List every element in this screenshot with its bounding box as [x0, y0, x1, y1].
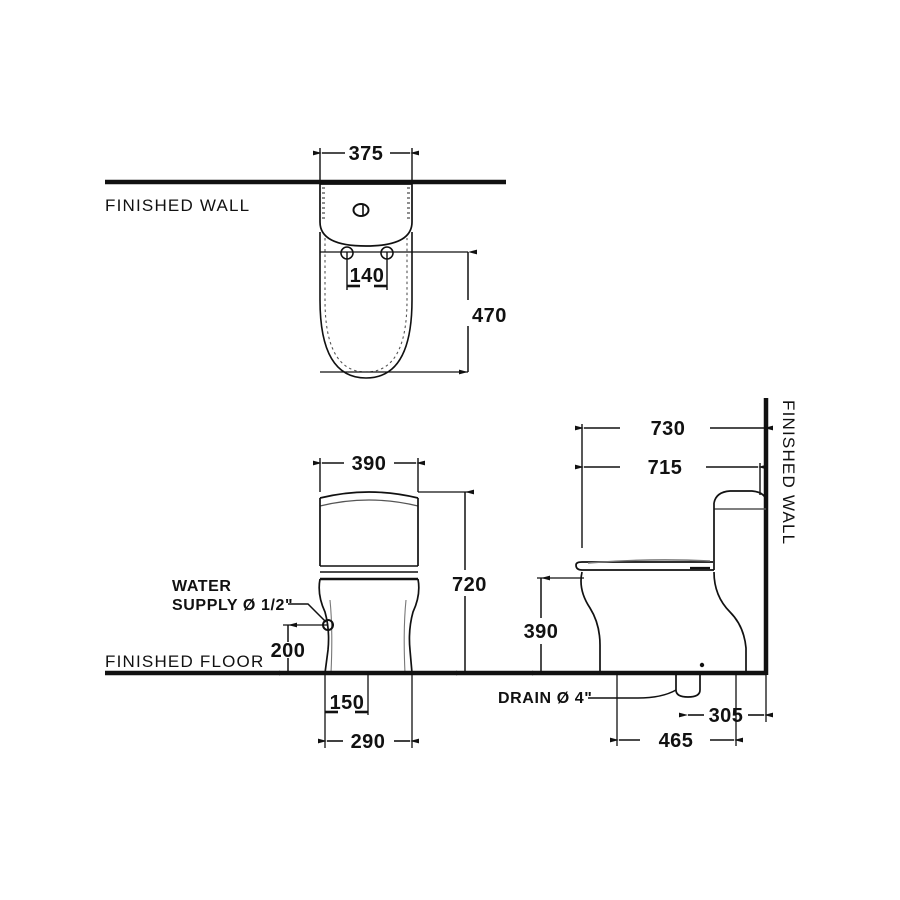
dim-720: 720 [418, 489, 488, 676]
tank-lid-top-front [319, 491, 419, 499]
dim-375: 375 [313, 143, 419, 184]
dim-730: 730 [575, 418, 773, 548]
dim-text-mask [518, 618, 564, 644]
dim-200-text: 200 [271, 640, 306, 662]
dim-390-seat: 390 [518, 575, 584, 676]
dim-390-tank: 390 [313, 453, 425, 492]
tank-lid-seam-front [319, 499, 419, 507]
dim-150-text: 150 [330, 692, 365, 714]
dim-290: 290 [318, 731, 419, 753]
dim-305: 305 [679, 705, 773, 727]
bowl-inner-rim-plan [324, 238, 408, 373]
dim-715: 715 [575, 457, 767, 495]
dim-390-tank-text: 390 [352, 453, 387, 475]
drain-outlet-side [675, 673, 701, 698]
tank-outline-plan [319, 183, 413, 247]
dim-140-text: 140 [350, 265, 385, 287]
water-supply-label-line2: SUPPLY Ø 1/2" [172, 597, 293, 614]
finished-wall-label-side: FINISHED WALL [779, 400, 798, 545]
dim-465: 465 [610, 730, 743, 752]
drain-label: DRAIN Ø 4" [498, 690, 592, 707]
dim-390-seat-text: 390 [524, 621, 559, 643]
water-supply-leader [288, 603, 327, 623]
dim-305-text: 305 [709, 705, 744, 727]
dim-140: 140 [346, 252, 388, 290]
bowl-rear-profile-side [713, 571, 747, 673]
seat-inner-line-side [587, 559, 711, 564]
seat-outline-side [575, 561, 714, 571]
bowl-front-profile-side [580, 571, 601, 673]
dim-470-text: 470 [472, 305, 507, 327]
water-supply-label-line1: WATER [172, 578, 232, 595]
flush-button-icon[interactable] [352, 203, 370, 217]
plan-view: 375 FINISHED WALL [105, 143, 507, 379]
dim-200: 200 [271, 622, 328, 676]
tank-body-front [319, 498, 419, 566]
drain-leader [588, 689, 677, 699]
bowl-left-inner-line-front [329, 599, 333, 674]
dim-720-text: 720 [452, 574, 487, 596]
front-elevation-view: 390 WATER SUPPLY Ø 1/2" 200 FINISHED F [105, 453, 766, 753]
bowl-left-profile-front [318, 578, 330, 674]
bowl-right-profile-front [408, 578, 420, 674]
bowl-outline-plan [319, 232, 413, 379]
finished-wall-label-plan: FINISHED WALL [105, 196, 250, 215]
dim-470: 470 [448, 249, 507, 375]
drain-center-mark [699, 662, 705, 668]
dim-375-text: 375 [349, 143, 384, 165]
dim-150: 150 [325, 692, 368, 714]
dim-text-mask [446, 570, 488, 596]
dim-465-text: 465 [659, 730, 694, 752]
dim-290-text: 290 [351, 731, 386, 753]
finished-floor-label: FINISHED FLOOR [105, 652, 264, 671]
dim-715-text: 715 [648, 457, 683, 479]
bowl-right-inner-line-front [403, 599, 407, 674]
tank-edge-hatch-plan [322, 187, 410, 219]
dim-text-mask [448, 300, 496, 326]
tank-lid-top-side [713, 490, 767, 504]
dim-730-text: 730 [651, 418, 686, 440]
side-elevation-view: FINISHED WALL 730 715 DR [498, 398, 798, 752]
